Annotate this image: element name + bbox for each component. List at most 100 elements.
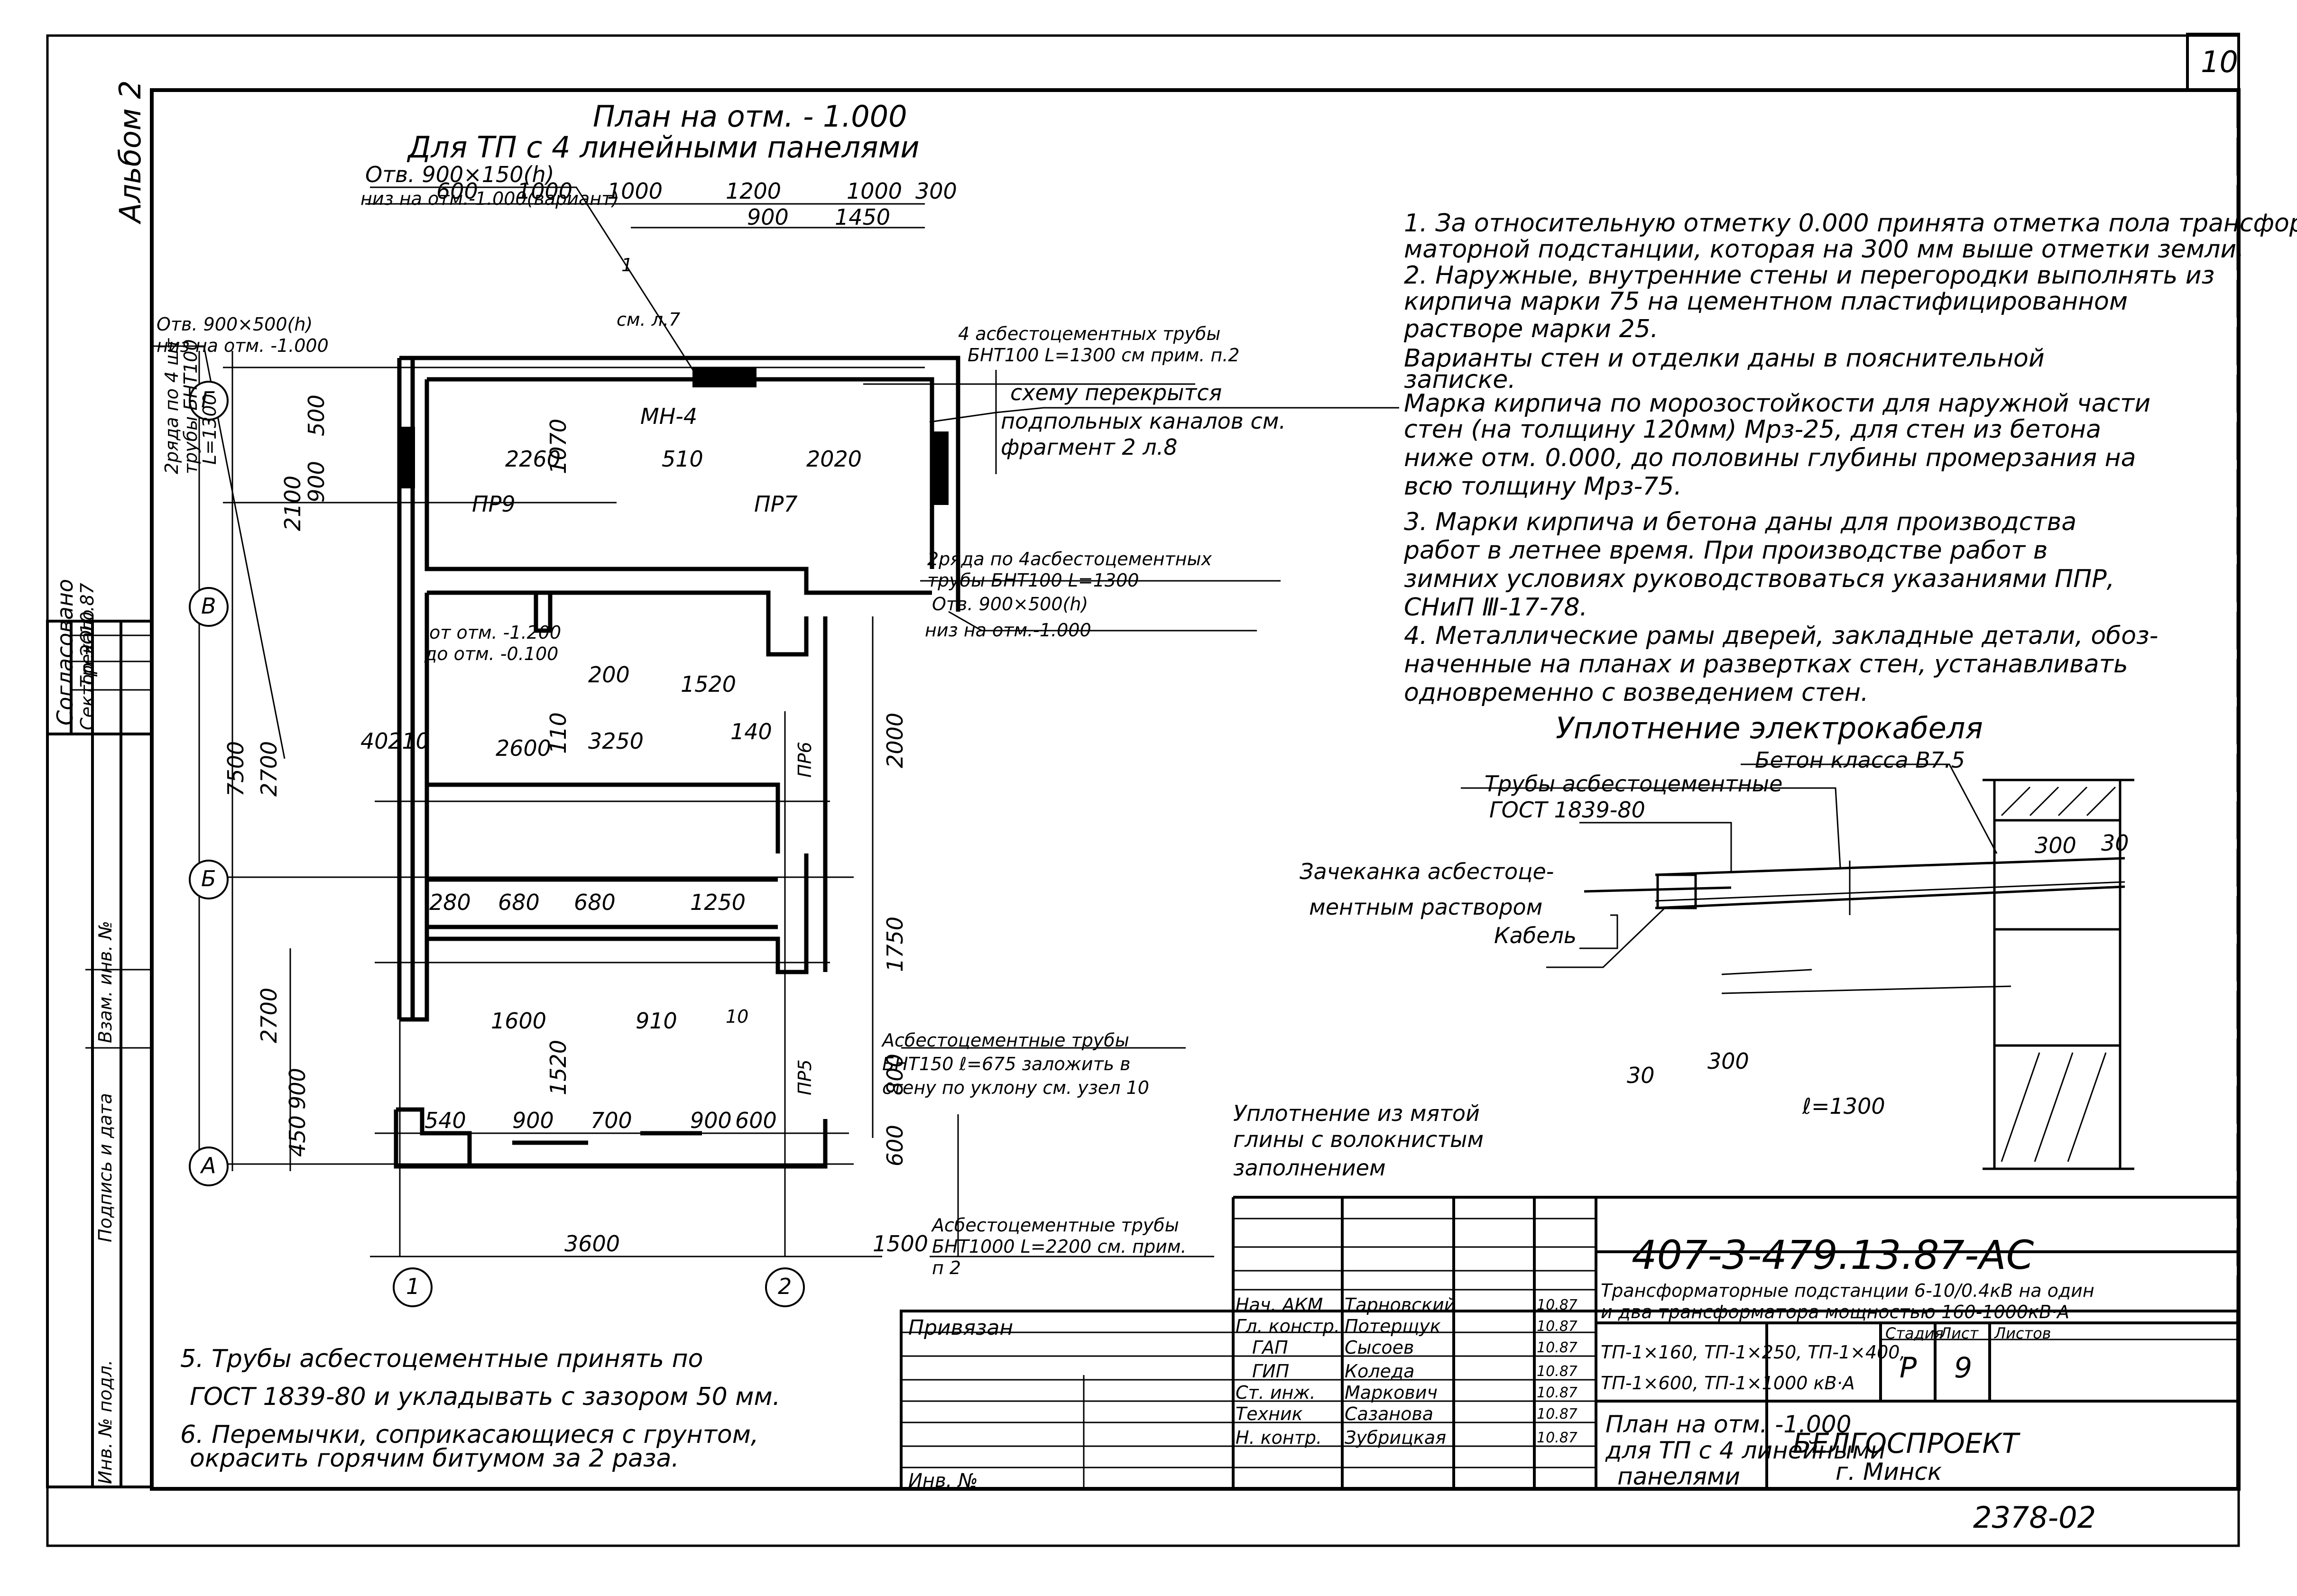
dim-label: 1000 xyxy=(607,178,663,204)
note-3-line: 3. Марки кирпича и бетона даны для произ… xyxy=(1404,508,2077,536)
dim-label: 2700 xyxy=(256,741,282,797)
title-block-grid xyxy=(900,1196,2239,1490)
section-ref: см. л.7 xyxy=(617,309,681,330)
drawing-title-2: для ТП с 4 линейными xyxy=(1605,1437,1886,1464)
detail-seal-label-2: глины с волокнистым xyxy=(1233,1127,1484,1152)
staff-name: Маркович xyxy=(1345,1382,1438,1403)
dim-label: 900 xyxy=(512,1108,554,1133)
variants-line-2: ТП-1×600, ТП-1×1000 кВ·А xyxy=(1601,1373,1855,1394)
dim-label: 2020 xyxy=(806,446,862,472)
stamp-vzam: Взам. инв. № xyxy=(95,920,116,1043)
dim-label: 680 xyxy=(574,890,616,915)
dim-label: 1520 xyxy=(681,671,737,697)
staff-role: Техник xyxy=(1236,1403,1303,1424)
staff-name: Зубрицкая xyxy=(1345,1427,1447,1448)
dim-label: 600 xyxy=(436,178,478,204)
note-4-line: наченные на планах и развертках стен, ус… xyxy=(1404,650,2128,679)
section-mark: 1 xyxy=(621,255,633,275)
note-2-line: кирпича марки 75 на цементном пластифици… xyxy=(1404,287,2128,316)
dim-label: 1000 xyxy=(847,178,903,204)
staff-date: 10.87 xyxy=(1537,1318,1577,1335)
callout-opening-left-1: Отв. 900×500(h) xyxy=(157,314,313,335)
detail-dim: 300 xyxy=(1707,1048,1749,1074)
dim-label: 3600 xyxy=(564,1231,620,1257)
lintel-label: ПР9 xyxy=(472,491,516,517)
note-3-line: работ в летнее время. При производстве р… xyxy=(1404,536,2048,565)
dim-label: 1600 xyxy=(491,1008,547,1034)
callout-pipes-right-2: трубы БНТ100 L=1300 xyxy=(927,570,1139,591)
callout-opening-left-2: низ на отм. -1.000 xyxy=(157,335,329,356)
detail-hatching xyxy=(2001,786,2116,1162)
note-6-line: окрасить горячим битумом за 2 раза. xyxy=(190,1444,679,1473)
dim-label: 600 xyxy=(882,1125,908,1166)
dim-label: 510 xyxy=(662,446,703,472)
axis-label-row: В xyxy=(201,593,216,619)
callout-slab-scheme-3: фрагмент 2 л.8 xyxy=(1001,434,1178,460)
staff-date: 10.87 xyxy=(1537,1385,1577,1401)
axis-label-column: 1 xyxy=(406,1274,420,1299)
callout-level-1: от отм. -1.200 xyxy=(429,622,562,643)
note-1-line: 1. За относительную отметку 0.000 принят… xyxy=(1404,209,2297,238)
org-city: г. Минск xyxy=(1836,1458,1942,1486)
dim-label: 1520 xyxy=(545,1039,571,1095)
node-mark: 10 xyxy=(726,1006,749,1027)
staff-role: ГАП xyxy=(1252,1337,1288,1358)
doc-code: 407-3-479.13.87-АС xyxy=(1632,1232,2034,1278)
dim-label: 2100 xyxy=(280,475,305,531)
detail-seal-label-3: заполнением xyxy=(1233,1155,1386,1181)
dimension-lines xyxy=(365,203,997,1257)
stamp-sign-date: Подпись и дата xyxy=(95,1093,116,1242)
note-5-line: 5. Трубы асбестоцементные принять по xyxy=(180,1345,703,1373)
callout-pipes-left-1: 2ряда по 4 шт xyxy=(161,338,182,474)
dim-label: 1500 xyxy=(873,1231,929,1257)
dim-label: 1070 xyxy=(545,418,571,474)
dim-label: 2260 xyxy=(505,446,561,472)
album-label: Альбом 2 xyxy=(113,80,148,223)
dim-label: 280 xyxy=(429,890,471,915)
dim-label: 900 xyxy=(285,1068,310,1110)
staff-role: Ст. инж. xyxy=(1236,1382,1316,1403)
staff-role: ГИП xyxy=(1252,1361,1290,1382)
dim-label: 600 xyxy=(735,1108,777,1133)
callout-pipes-mid-2: БНТ150 ℓ=675 заложить в xyxy=(882,1054,1131,1074)
axis-bubbles xyxy=(189,381,805,1307)
dim-label: 540 xyxy=(424,1108,466,1133)
sheet-number: 10 xyxy=(2201,45,2238,79)
note-3-line: СНиП Ⅲ-17-78. xyxy=(1404,593,1588,622)
dim-label: 1250 xyxy=(690,890,746,915)
variants-line-1: ТП-1×160, ТП-1×250, ТП-1×400, xyxy=(1601,1342,1906,1363)
staff-date: 10.87 xyxy=(1537,1363,1577,1380)
plan-title-line1: План на отм. - 1.000 xyxy=(593,99,907,134)
detail-concrete-label: Бетон класса В7.5 xyxy=(1755,747,1965,773)
detail-title: Уплотнение электрокабеля xyxy=(1556,711,1983,745)
org-name: БЕЛГОСПРОЕКТ xyxy=(1793,1427,2019,1459)
detail-pipes-label-1: Трубы асбестоцементные xyxy=(1485,771,1783,797)
lintel-label: МН-4 xyxy=(640,404,698,429)
detail-dim: 30 xyxy=(2101,830,2129,856)
note-2-line: Варианты стен и отделки даны в пояснител… xyxy=(1404,344,2045,373)
note-6-line: 6. Перемычки, соприкасающиеся с грунтом, xyxy=(180,1421,759,1449)
dim-label: 500 xyxy=(304,394,329,436)
cable-seal-detail xyxy=(1461,763,2134,1170)
inv-label: Инв. № xyxy=(908,1470,978,1492)
staff-role: Гл. констр. xyxy=(1236,1316,1340,1337)
dim-label: 1000 xyxy=(517,178,573,204)
detail-caulk-label-2: ментным раствором xyxy=(1309,894,1543,920)
note-2-line: 2. Наружные, внутренние стены и перегоро… xyxy=(1404,261,2215,290)
dim-label: 910 xyxy=(636,1008,677,1034)
dim-label: 2700 xyxy=(256,987,282,1043)
callout-slab-scheme-1: схему перекрытся xyxy=(1010,380,1222,405)
detail-caulk-label-1: Зачеканка асбестоце- xyxy=(1300,859,1554,884)
stage-value: Р xyxy=(1900,1351,1917,1385)
note-3-line: зимних условиях руководствоваться указан… xyxy=(1404,565,2115,593)
bound-label: Привязан xyxy=(908,1316,1014,1340)
note-2-line: Марка кирпича по морозостойкости для нар… xyxy=(1404,389,2151,418)
stamp-date: 10.87 xyxy=(77,583,98,634)
dim-label: 1200 xyxy=(726,178,782,204)
callout-pipes-right-4: низ на отм.-1.000 xyxy=(925,620,1091,641)
dim-label: 900 xyxy=(690,1108,732,1133)
callout-pipes-mid-3: стену по уклону см. узел 10 xyxy=(882,1077,1149,1098)
dim-label: 210 xyxy=(388,728,430,754)
callout-pipes-bot-2: БНТ1000 L=2200 см. прим. xyxy=(932,1236,1187,1257)
